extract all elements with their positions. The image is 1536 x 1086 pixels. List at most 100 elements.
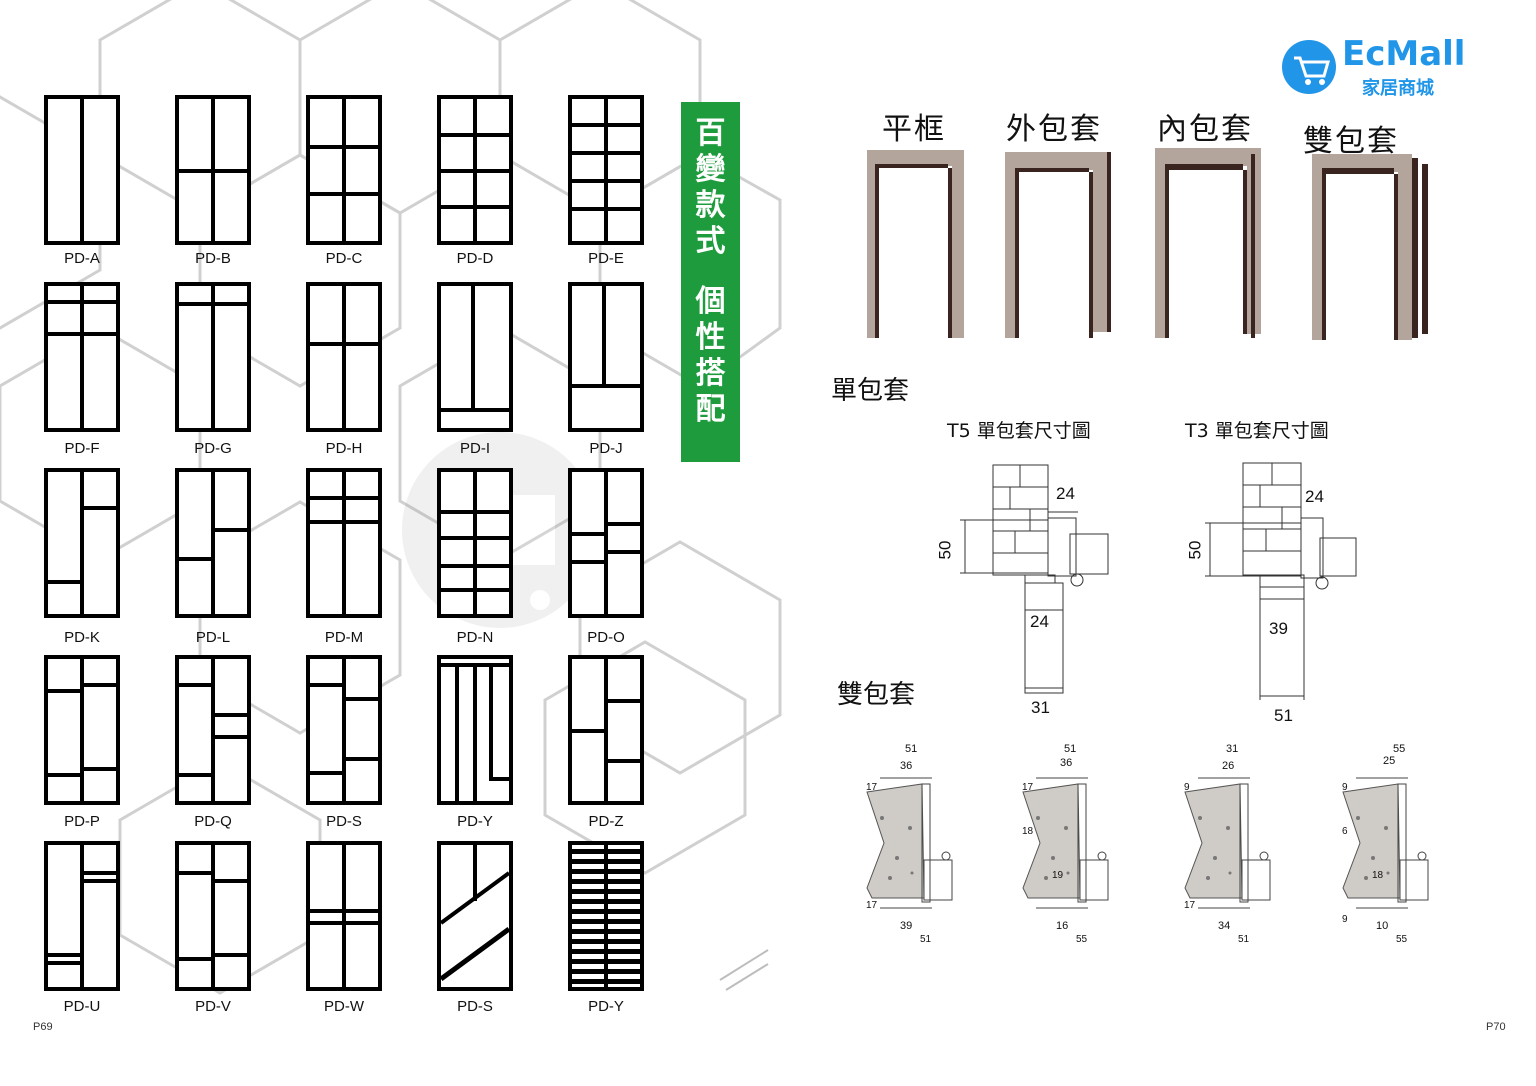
dimension-label: 50	[1185, 540, 1205, 560]
door-mullion	[48, 332, 116, 336]
door-code-label: PD-C	[325, 250, 363, 267]
door-mullion	[572, 532, 604, 536]
door-code-label: PD-Y	[588, 998, 624, 1015]
page-number-right: P70	[1486, 1021, 1506, 1033]
door-code-label: PD-I	[460, 440, 490, 457]
dimension-label: 31	[1226, 743, 1239, 755]
door-code-label: PD-G	[194, 440, 232, 457]
door-mullion	[455, 663, 459, 801]
dimension-label: 17	[1184, 900, 1196, 911]
door-mullion	[489, 663, 493, 781]
door-mullion	[215, 713, 247, 717]
door-mullion	[489, 777, 509, 781]
door-mullion	[572, 207, 640, 211]
door-mullion	[211, 472, 215, 614]
door-style-pd-p[interactable]	[44, 655, 120, 805]
door-mullion	[608, 759, 640, 763]
door-mullion	[80, 286, 84, 428]
door-code-label: PD-L	[195, 629, 231, 646]
door-style-pd-k[interactable]	[44, 468, 120, 618]
door-style-pd-h[interactable]	[306, 282, 382, 432]
door-code-label: PD-Q	[194, 813, 232, 830]
door-style-pd-i[interactable]	[437, 282, 513, 432]
dimension-label: 24	[1030, 612, 1049, 631]
door-style-pd-y[interactable]	[568, 841, 644, 991]
door-mullion	[342, 472, 346, 614]
door-mullion	[441, 169, 509, 173]
door-style-pd-o[interactable]	[568, 468, 644, 618]
door-style-pd-d[interactable]	[437, 95, 513, 245]
door-mullion	[441, 564, 509, 568]
door-style-pd-b[interactable]	[175, 95, 251, 245]
door-style-pd-f[interactable]	[44, 282, 120, 432]
double-cover-section-drawing	[1022, 777, 1109, 909]
dimension-label: 18	[1022, 826, 1034, 837]
banner-char: 款	[695, 188, 726, 223]
door-mullion	[441, 510, 509, 514]
door-mullion	[604, 659, 608, 801]
dimension-label: 50	[935, 540, 955, 560]
door-style-pd-l[interactable]	[175, 468, 251, 618]
door-style-pd-n[interactable]	[437, 468, 513, 618]
door-mullion	[310, 145, 378, 149]
dimension-label: 18	[1372, 870, 1384, 881]
dimension-label: 24	[1056, 484, 1075, 503]
door-style-pd-g[interactable]	[175, 282, 251, 432]
double-cover-title: 雙包套	[837, 680, 916, 710]
double-frame-picture	[1312, 154, 1428, 340]
door-mullion	[342, 99, 346, 241]
ecmall-logo[interactable]: EcMall 家居商城	[1282, 34, 1472, 99]
door-mullion	[310, 683, 342, 687]
dimension-label: 25	[1383, 755, 1396, 767]
dimension-label: 55	[1393, 743, 1406, 755]
door-style-pd-s[interactable]	[437, 841, 513, 991]
door-mullion	[310, 192, 378, 196]
dimension-label: 17	[866, 782, 878, 793]
dimension-label: 16	[1056, 920, 1069, 932]
door-code-label: PD-U	[63, 998, 101, 1015]
banner-char: 配	[695, 392, 726, 427]
door-style-pd-z[interactable]	[568, 655, 644, 805]
door-code-label: PD-K	[64, 629, 100, 646]
door-style-pd-q[interactable]	[175, 655, 251, 805]
door-code-label: PD-D	[456, 250, 494, 267]
dimension-label: 34	[1218, 920, 1231, 932]
dimension-label: 51	[920, 934, 932, 945]
door-mullion	[310, 921, 378, 925]
door-style-pd-y[interactable]	[437, 655, 513, 805]
banner-char: 搭	[695, 356, 726, 391]
door-style-pd-u[interactable]	[44, 841, 120, 991]
door-mullion	[179, 302, 247, 306]
door-code-label: PD-O	[587, 629, 625, 646]
door-mullion	[572, 179, 640, 183]
door-mullion	[346, 757, 378, 761]
door-code-label: PD-H	[325, 440, 363, 457]
door-style-pd-e[interactable]	[568, 95, 644, 245]
door-style-pd-j[interactable]	[568, 282, 644, 432]
door-mullion	[80, 99, 84, 241]
dimension-label: 9	[1184, 782, 1190, 793]
door-mullion	[572, 560, 604, 564]
door-mullion	[310, 342, 378, 346]
dimension-label: 19	[1052, 870, 1064, 881]
door-style-pd-s[interactable]	[306, 655, 382, 805]
door-mullion	[346, 697, 378, 701]
door-mullion	[604, 472, 608, 614]
door-mullion	[441, 133, 509, 137]
t3-diagram-title: T3 單包套尺寸圖	[1185, 420, 1329, 442]
door-mullion	[84, 767, 116, 771]
door-code-label: PD-N	[456, 629, 494, 646]
door-mullion	[48, 961, 80, 965]
door-mullion	[604, 99, 608, 241]
door-style-pd-a[interactable]	[44, 95, 120, 245]
door-style-pd-w[interactable]	[306, 841, 382, 991]
diagonal-mullions	[439, 845, 511, 982]
door-mullion	[211, 286, 215, 428]
door-style-pd-v[interactable]	[175, 841, 251, 991]
door-mullion	[179, 773, 211, 777]
door-style-pd-m[interactable]	[306, 468, 382, 618]
door-mullion	[211, 659, 215, 801]
door-style-pd-c[interactable]	[306, 95, 382, 245]
door-mullion	[179, 557, 211, 561]
door-code-label: PD-S	[457, 998, 493, 1015]
